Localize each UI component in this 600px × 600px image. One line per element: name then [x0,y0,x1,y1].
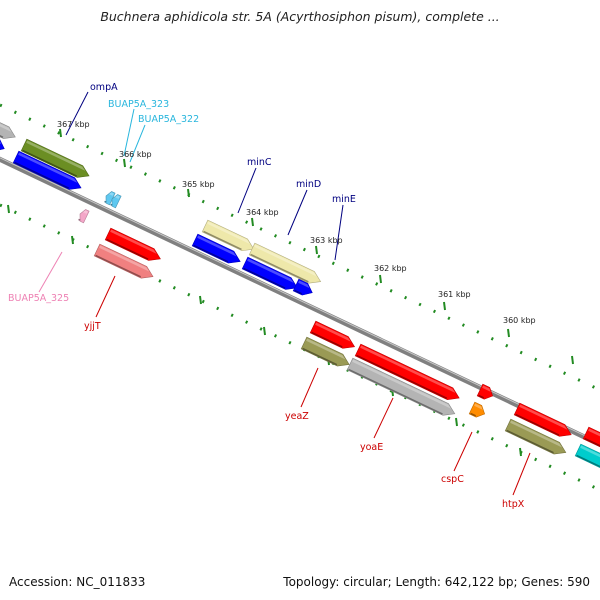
backbone-line [0,156,600,448]
major-tick [455,417,458,427]
tick-row-inner [0,203,600,492]
major-tick [187,188,190,198]
scale-label-365kbp: 365 kbp [182,180,215,189]
major-tick [7,204,10,214]
gene-label-BUAP5A_325[interactable]: BUAP5A_325 [8,293,69,304]
backbone-highlight [0,157,600,444]
gene-BUAP5A_322[interactable] [109,193,122,209]
gene-red-2[interactable] [309,320,357,352]
scale-label-363kbp: 363 kbp [310,236,343,245]
major-tick [59,128,62,138]
gene-yeaZ[interactable] [300,336,352,370]
major-tick [263,326,266,336]
gene-blue-3[interactable] [241,256,300,294]
major-tick [71,235,74,245]
gene-yoaE[interactable] [354,343,462,404]
gene-features [0,118,600,473]
major-tick [315,245,318,255]
major-tick [443,301,446,311]
scale-label-367kbp: 367 kbp [57,120,90,129]
callout-minE [334,204,344,261]
major-tick [571,355,574,365]
gene-gray-left[interactable] [0,118,18,143]
label-callouts [38,91,531,496]
callout-yjjT [95,275,116,318]
callout-yeaZ [300,367,319,408]
gene-label-yeaZ[interactable]: yeaZ [285,411,309,422]
gene-ompA[interactable] [20,138,92,182]
gene-label-BUAP5A_323[interactable]: BUAP5A_323 [108,99,169,110]
gene-minC[interactable] [201,219,256,255]
gene-label-htpX[interactable]: htpX [502,499,525,510]
callout-cspC [453,431,473,472]
callout-minD [287,189,308,236]
major-tick [507,328,510,338]
gene-label-BUAP5A_322[interactable]: BUAP5A_322 [138,114,199,125]
gene-label-yjjT[interactable]: yjjT [84,321,101,332]
tick-row-outer [0,103,600,392]
gene-label-cspC[interactable]: cspC [441,474,464,485]
callout-BUAP5A_325 [38,251,63,293]
gene-cspC[interactable] [468,401,487,420]
callout-BUAP5A_323 [123,108,135,157]
major-tick [251,217,254,227]
gene-red-4[interactable] [582,426,600,452]
gene-red-3[interactable] [513,402,574,440]
accession-text: Accession: NC_011833 [9,575,146,589]
major-tick [519,447,522,457]
callout-htpX [512,452,531,496]
genome-backbone [0,156,600,448]
callout-ompA [65,91,89,136]
gene-BUAP5A_325[interactable] [77,208,90,224]
gene-gray-2[interactable] [346,357,457,420]
callout-BUAP5A_322 [129,124,146,163]
major-tick [199,295,202,305]
gene-label-ompA[interactable]: ompA [90,82,118,93]
gene-blue-2[interactable] [191,233,243,267]
topology-summary: Topology: circular; Length: 642,122 bp; … [283,575,590,589]
scale-label-362kbp: 362 kbp [374,264,407,273]
gene-red-1[interactable] [104,227,163,265]
gene-label-minC[interactable]: minC [247,157,272,168]
scale-label-361kbp: 361 kbp [438,290,471,299]
gene-cyan[interactable] [574,443,600,473]
scale-labels: 367 kbp 366 kbp 365 kbp 364 kbp 363 kbp … [57,120,536,325]
gene-label-yoaE[interactable]: yoaE [360,442,383,453]
callout-yoaE [373,397,394,439]
scale-label-366kbp: 366 kbp [119,150,152,159]
scale-label-360kbp: 360 kbp [503,316,536,325]
callout-minC [237,167,257,214]
gene-yjjT[interactable] [93,243,156,282]
gene-labels: ompA BUAP5A_323 BUAP5A_322 minC minD min… [8,82,525,510]
gene-red-small[interactable] [476,383,495,402]
gene-label-minD[interactable]: minD [296,179,321,190]
gene-minD[interactable] [248,242,323,287]
map-title: Buchnera aphidicola str. 5A (Acyrthosiph… [100,9,500,24]
gene-htpX[interactable] [504,418,568,458]
gene-label-minE[interactable]: minE [332,194,356,205]
major-tick [123,158,126,168]
gene-minE[interactable] [292,278,315,298]
gene-blue-1[interactable] [12,150,84,194]
major-tick [379,274,382,284]
scale-label-364kbp: 364 kbp [246,208,279,217]
